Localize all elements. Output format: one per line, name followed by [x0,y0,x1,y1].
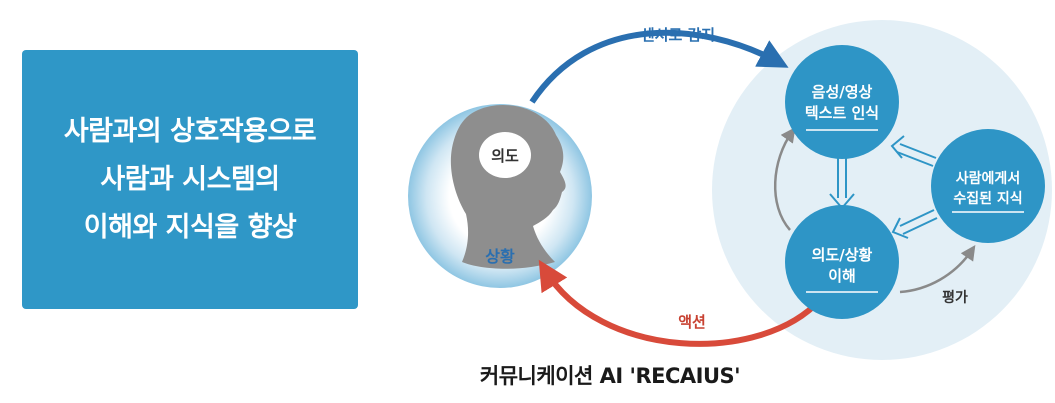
recognition-node [785,45,899,159]
knowledge-line-1: 사람에게서 [956,171,1020,187]
knowledge-node [931,129,1045,243]
headline-line-3: 이해와 지식을 향상 [83,211,297,243]
knowledge-to-recognition-arrow [890,135,937,167]
evaluate-label: 평가 [942,289,968,306]
headline-line-2: 사람과 시스템의 [100,163,280,195]
feedback-arrow [773,127,796,231]
action-arrow [538,259,823,347]
headline-box: 사람과의 상호작용으로 사람과 시스템의 이해와 지식을 향상 [22,50,358,309]
intent-label: 의도 [491,147,519,165]
situation-label: 상황 [485,247,515,266]
recognition-line-2: 텍스트 인식 [805,104,879,122]
action-label: 액션 [678,313,706,331]
sense-label: 센서로 감지 [641,26,715,44]
recognition-line-1: 음성/영상 [812,83,873,101]
understanding-node [785,205,899,319]
head-silhouette-icon [450,104,566,269]
knowledge-line-2: 수집된 지식 [953,190,1022,207]
understanding-line-2: 이해 [828,267,856,285]
evaluate-arrow [899,245,976,294]
knowledge-to-understanding-arrow [891,209,938,239]
headline-line-1: 사람과의 상호작용으로 [63,115,317,147]
sense-arrow [529,29,789,104]
understanding-line-1: 의도/상황 [812,246,873,264]
diagram-caption: 커뮤니케이션 AI 'RECAIUS' [479,364,741,388]
